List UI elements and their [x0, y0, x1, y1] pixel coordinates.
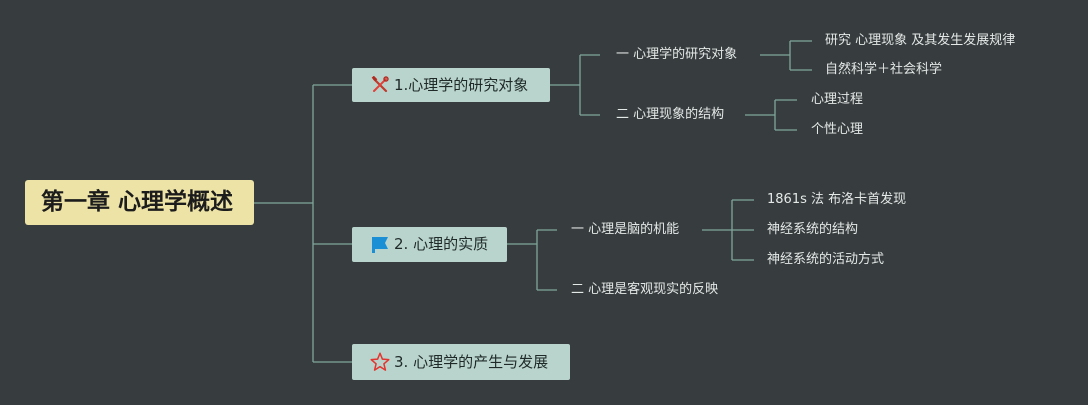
flag-icon [370, 235, 390, 255]
subtopic-2-2[interactable]: 二 心理是客观现实的反映 [571, 283, 718, 296]
leaf-2-1-3-label: 神经系统的活动方式 [767, 252, 885, 267]
subtopic-2-1[interactable]: 一 心理是脑的机能 [571, 223, 679, 236]
branch-topic-1-label: 1.心理学的研究对象 [394, 75, 529, 94]
leaf-1-2-2-label: 个性心理 [811, 122, 864, 137]
subtopic-2-1-label: 一 心理是脑的机能 [571, 222, 680, 237]
subtopic-1-2[interactable]: 二 心理现象的结构 [616, 108, 724, 121]
leaf-1-1-1-label: 研究 心理现象 及其发生发展规律 [825, 33, 1016, 48]
subtopic-1-1[interactable]: 一 心理学的研究对象 [616, 48, 737, 61]
root-topic-label: 第一章 心理学概述 [41, 189, 234, 215]
leaf-1-1-2[interactable]: 自然科学＋社会科学 [825, 63, 942, 76]
branch-topic-3[interactable]: 3. 心理学的产生与发展 [352, 344, 570, 380]
leaf-1-1-2-label: 自然科学＋社会科学 [825, 62, 943, 77]
leaf-1-2-1[interactable]: 心理过程 [811, 93, 863, 106]
branch-topic-2[interactable]: 2. 心理的实质 [352, 227, 507, 262]
leaf-1-2-1-label: 心理过程 [811, 92, 864, 107]
tools-icon [370, 75, 390, 95]
subtopic-2-2-label: 二 心理是客观现实的反映 [571, 282, 719, 297]
leaf-2-1-2[interactable]: 神经系统的结构 [767, 223, 858, 236]
branch-topic-3-label: 3. 心理学的产生与发展 [394, 352, 549, 371]
leaf-1-2-2[interactable]: 个性心理 [811, 123, 863, 136]
leaf-2-1-1-label: 1861s 法 布洛卡首发现 [767, 192, 907, 207]
subtopic-1-2-label: 二 心理现象的结构 [616, 107, 725, 122]
branch-topic-1[interactable]: 1.心理学的研究对象 [352, 68, 550, 102]
branch-topic-2-label: 2. 心理的实质 [394, 235, 489, 253]
root-topic[interactable]: 第一章 心理学概述 [25, 180, 254, 225]
leaf-2-1-1[interactable]: 1861s 法 布洛卡首发现 [767, 193, 906, 206]
leaf-2-1-3[interactable]: 神经系统的活动方式 [767, 253, 884, 266]
leaf-1-1-1[interactable]: 研究 心理现象 及其发生发展规律 [825, 34, 1015, 47]
star-icon [370, 352, 390, 372]
subtopic-1-1-label: 一 心理学的研究对象 [616, 47, 738, 62]
leaf-2-1-2-label: 神经系统的结构 [767, 222, 859, 237]
